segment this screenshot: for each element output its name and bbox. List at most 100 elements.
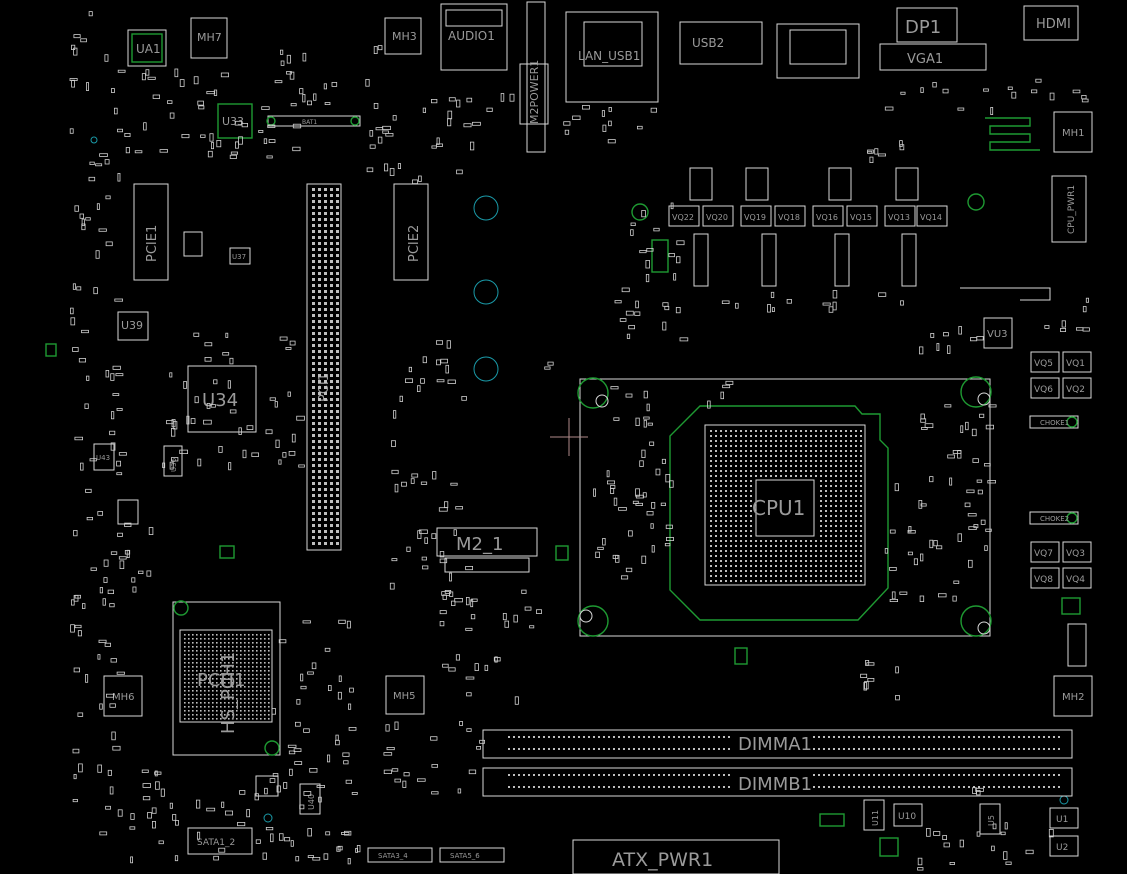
- pch-pin: [268, 718, 270, 720]
- cpu-pin: [785, 570, 787, 572]
- smd-part: [662, 302, 669, 307]
- dimm-pin: [848, 774, 850, 776]
- cpu-pin: [855, 570, 857, 572]
- pch-pin: [216, 718, 218, 720]
- smd-part: [972, 458, 979, 463]
- cpu-pin: [750, 520, 752, 522]
- cpu-pin: [820, 570, 822, 572]
- pch-pin: [228, 682, 230, 684]
- dimm-pin: [643, 736, 645, 738]
- cpu-pin: [720, 510, 722, 512]
- cpu-pin: [830, 490, 832, 492]
- cpu-pin: [800, 430, 802, 432]
- smd-part: [895, 695, 900, 701]
- smd-part: [866, 662, 875, 666]
- header-pin: [324, 536, 327, 539]
- smd-part: [389, 168, 395, 176]
- dimm-pin: [518, 736, 520, 738]
- cpu-pin: [845, 495, 847, 497]
- dimm-pin: [548, 748, 550, 750]
- header-pin: [336, 536, 339, 539]
- cpu-pin: [745, 555, 747, 557]
- pch-pin: [260, 638, 262, 640]
- cpu-pin: [775, 430, 777, 432]
- dimm-pin: [993, 736, 995, 738]
- pch-pin: [188, 670, 190, 672]
- pch-pin: [236, 710, 238, 712]
- sata3-4-label: SATA3_4: [378, 852, 408, 860]
- cpu-pin: [715, 510, 717, 512]
- dimm-pin: [633, 736, 635, 738]
- smd-part: [241, 123, 249, 128]
- smd-part: [920, 413, 925, 420]
- smd-part: [509, 93, 515, 102]
- smd-part: [436, 137, 440, 145]
- pch-pin: [268, 710, 270, 712]
- cpu-pin: [810, 470, 812, 472]
- smd-part: [151, 821, 156, 829]
- cpu-pin: [830, 465, 832, 467]
- cpu-pin: [785, 445, 787, 447]
- header-pin: [324, 272, 327, 275]
- pch-pin: [252, 646, 254, 648]
- cpu-pin: [750, 570, 752, 572]
- smd-part: [1004, 822, 1008, 830]
- cpu-pin: [830, 555, 832, 557]
- pch-pin: [264, 698, 266, 700]
- cpu-pin: [800, 540, 802, 542]
- header-pin: [330, 350, 333, 353]
- cpu-pin: [860, 430, 862, 432]
- cpu-pin: [715, 460, 717, 462]
- cpu-pin: [825, 530, 827, 532]
- cpu-pin: [850, 540, 852, 542]
- pch-pin: [248, 682, 250, 684]
- smd-part: [619, 318, 627, 322]
- header-pin: [324, 458, 327, 461]
- cpu-pin: [750, 465, 752, 467]
- pch-pin: [220, 702, 222, 704]
- cpu-pin: [790, 570, 792, 572]
- dimm-pin: [723, 736, 725, 738]
- cpu-pin: [820, 515, 822, 517]
- dimm-pin: [928, 748, 930, 750]
- dimm-pin: [628, 786, 630, 788]
- header-pin: [336, 542, 339, 545]
- smd-part: [71, 44, 76, 51]
- smd-part: [422, 356, 427, 364]
- pch-pin: [264, 634, 266, 636]
- header-pin: [336, 284, 339, 287]
- cpu-pin: [710, 465, 712, 467]
- cpu-pin: [750, 575, 752, 577]
- cpu-pin: [850, 515, 852, 517]
- smd-part: [943, 332, 949, 337]
- cpu-pin: [860, 495, 862, 497]
- smd-part: [451, 600, 456, 606]
- pch-pin: [240, 678, 242, 680]
- pch-pin: [196, 690, 198, 692]
- dimm-pin: [583, 786, 585, 788]
- pch-pin: [236, 714, 238, 716]
- header-pin: [330, 194, 333, 197]
- cpu-pin: [730, 520, 732, 522]
- smd-part: [117, 172, 121, 182]
- cpu-pin: [805, 435, 807, 437]
- smd-part: [521, 589, 527, 594]
- cpu-pin: [715, 565, 717, 567]
- smd-part: [990, 107, 994, 116]
- header-pin: [318, 194, 321, 197]
- cpu-pin: [740, 435, 742, 437]
- dimm-pin: [848, 748, 850, 750]
- cpu-pin: [785, 575, 787, 577]
- cpu-pin: [750, 450, 752, 452]
- smd-part: [242, 449, 247, 459]
- header-pin: [330, 542, 333, 545]
- dimm-pin: [893, 774, 895, 776]
- smd-part: [536, 609, 542, 615]
- dimm-pin: [868, 774, 870, 776]
- cpu-pin: [830, 575, 832, 577]
- smd-part: [351, 792, 358, 795]
- cpu-pin: [775, 580, 777, 582]
- smd-part: [289, 340, 296, 346]
- dimm-pin: [938, 748, 940, 750]
- cpu-pin: [750, 490, 752, 492]
